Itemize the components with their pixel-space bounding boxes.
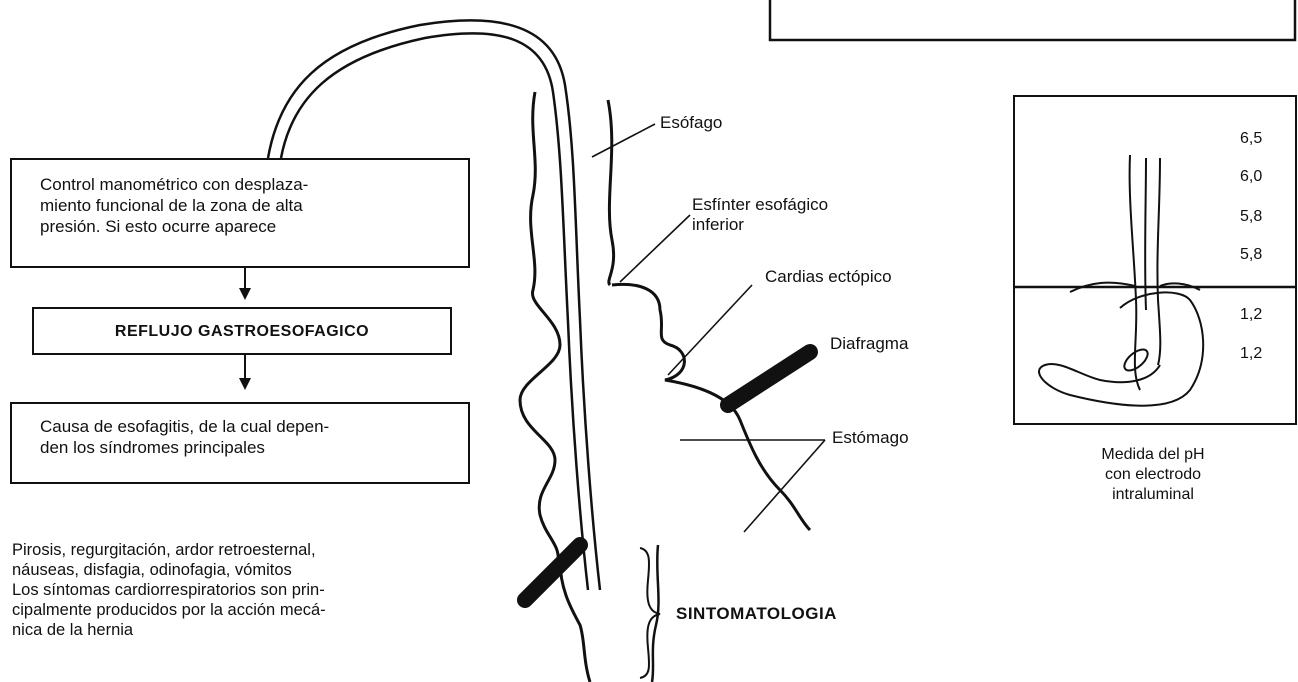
symptoms-line-5: nica de la hernia (12, 620, 326, 640)
arrow-head-2 (239, 378, 251, 390)
symptoms-line-2: náuseas, disfagia, odinofagia, vómitos (12, 560, 326, 580)
label-esfinter-line-1: Esfínter esofágico (692, 195, 828, 215)
ph-value-2: 6,0 (1240, 168, 1262, 186)
flow-box-3-line-2: den los síndromes principales (40, 437, 468, 458)
ph-caption-line-3: intraluminal (1058, 485, 1248, 505)
ph-value-4: 5,8 (1240, 246, 1262, 264)
esophagus-right-wall (608, 100, 614, 285)
ph-value-6: 1,2 (1240, 345, 1262, 363)
label-esfinter: Esfínter esofágico inferior (692, 195, 828, 235)
ph-caption-line-2: con electrodo (1058, 465, 1248, 485)
ph-value-3: 5,8 (1240, 208, 1262, 226)
arrow-head-1 (239, 288, 251, 300)
flow-box-1-line-1: Control manométrico con desplaza- (40, 174, 468, 195)
esophagus-left-wall (520, 92, 560, 560)
label-cardias: Cardias ectópico (765, 267, 892, 287)
leader-esofago (592, 124, 655, 157)
label-estomago: Estómago (832, 428, 909, 448)
flow-box-3-line-1: Causa de esofagitis, de la cual depen- (40, 416, 468, 437)
ph-caption: Medida del pH con electrodo intraluminal (1058, 445, 1248, 505)
symptoms-line-4: cipalmente producidos por la acción mecá… (12, 600, 326, 620)
stomach-sketch (1039, 292, 1203, 405)
top-partial-box (770, 0, 1295, 40)
flow-box-manometric: Control manométrico con desplaza- miento… (10, 158, 470, 268)
stomach-contour (612, 284, 810, 530)
symptoms-line-1: Pirosis, regurgitación, ardor retroester… (12, 540, 326, 560)
diaphragm-bar-left (525, 545, 580, 600)
leader-cardias (668, 285, 752, 375)
ph-caption-line-1: Medida del pH (1058, 445, 1248, 465)
flow-box-reflux: REFLUJO GASTROESOFAGICO (32, 307, 452, 355)
flow-box-1-line-2: miento funcional de la zona de alta (40, 195, 468, 216)
label-diafragma: Diafragma (830, 334, 908, 354)
diaphragm-bar-right (728, 352, 810, 405)
electrode-line-3 (1157, 158, 1160, 365)
symptoms-paragraph: Pirosis, regurgitación, ardor retroester… (12, 540, 326, 640)
ph-value-1: 6,5 (1240, 130, 1262, 148)
leader-esfinter (620, 215, 690, 282)
flow-box-1-line-3: presión. Si esto ocurre aparece (40, 216, 468, 237)
flow-box-esophagitis: Causa de esofagitis, de la cual depen- d… (10, 402, 470, 484)
electrode-line-2 (1145, 158, 1146, 310)
label-sintomatologia: SINTOMATOLOGIA (676, 604, 837, 624)
catheter-tube-outer (268, 20, 600, 590)
label-esofago: Esófago (660, 113, 722, 133)
symptoms-line-3: Los síntomas cardiorrespiratorios son pr… (12, 580, 326, 600)
ph-value-5: 1,2 (1240, 306, 1262, 324)
label-esfinter-line-2: inferior (692, 215, 828, 235)
